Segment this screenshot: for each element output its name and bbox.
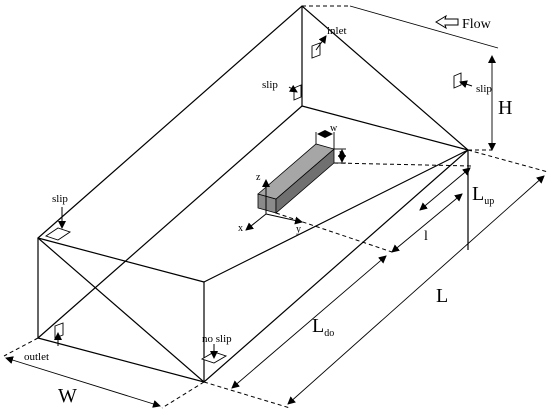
no-slip-label: no slip bbox=[202, 333, 232, 345]
slip-right-patch bbox=[453, 72, 462, 89]
boundary-arrows bbox=[54, 35, 473, 359]
y-axis-label: y bbox=[296, 224, 301, 235]
dimension-lines bbox=[5, 5, 545, 408]
x-axis-label: x bbox=[238, 223, 243, 234]
slip-top-patch bbox=[44, 227, 72, 241]
height-label: H bbox=[498, 97, 512, 119]
flow-label: Flow bbox=[462, 17, 492, 32]
building-block bbox=[257, 143, 335, 214]
building-width-label: w bbox=[330, 123, 338, 134]
building-length-label: l bbox=[424, 229, 428, 244]
flow-arrow-icon bbox=[435, 14, 459, 30]
building-height-label: h bbox=[339, 150, 344, 161]
text-labels: Flow inlet slip slip slip outlet no slip… bbox=[24, 17, 512, 407]
z-axis-label: z bbox=[256, 172, 261, 183]
length-label: L bbox=[436, 285, 448, 307]
boundary-patches bbox=[44, 42, 462, 364]
slip-side-label: slip bbox=[262, 79, 278, 91]
slip-right-label: slip bbox=[476, 83, 492, 95]
upstream-length-label: Lup bbox=[472, 183, 494, 207]
domain-box bbox=[37, 5, 469, 383]
outlet-patch bbox=[54, 322, 64, 339]
slip-side-patch bbox=[293, 84, 302, 101]
downstream-length-label: Ldo bbox=[312, 315, 334, 339]
slip-top-label: slip bbox=[52, 193, 68, 205]
width-label: W bbox=[58, 385, 77, 407]
inlet-label: inlet bbox=[327, 25, 347, 37]
outlet-label: outlet bbox=[24, 351, 49, 363]
